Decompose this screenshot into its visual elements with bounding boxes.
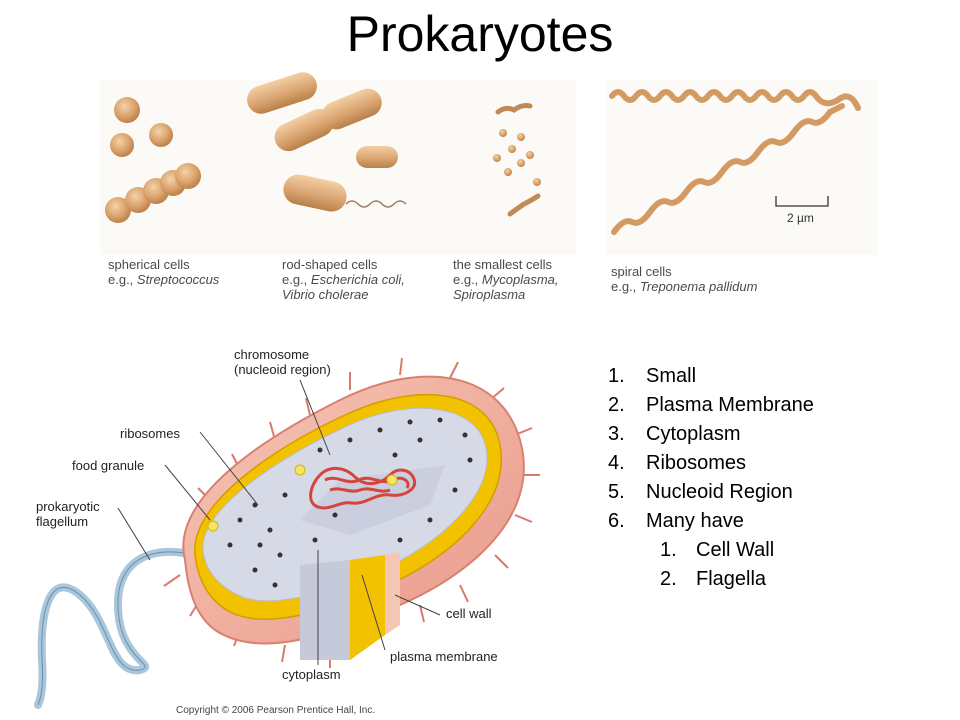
list-item: 2.Plasma Membrane [608,394,814,416]
label-cell-wall: cell wall [446,606,492,621]
leader-lines [117,379,441,665]
food-granules [207,464,398,532]
cell-types-illustration: 2 µm [100,72,878,255]
label-chromosome: chromosome (nucleoid region) [234,347,331,377]
label-flagellum: prokaryotic flagellum [36,499,100,529]
label-food-granule: food granule [72,458,145,473]
rod-cells [247,72,407,212]
caption-spherical: spherical cells e.g., Streptococcus [108,257,220,287]
caption-smallest: the smallest cells e.g., Mycoplasma, Spi… [453,257,559,302]
cell-diagram [34,357,540,709]
label-cytoplasm: cytoplasm [282,667,341,682]
chromosome-shape [309,467,417,510]
list-item: 6.Many have [608,510,744,532]
caption-spiral: spiral cells e.g., Treponema pallidum [611,264,758,294]
list-item: 4.Ribosomes [608,452,747,474]
list-item: 1.Small [608,365,697,387]
list-item: 5.Nucleoid Region [608,481,793,503]
scale-bar [775,196,829,207]
slide-title: Prokaryotes [346,6,614,62]
list-item: 3.Cytoplasm [608,423,741,445]
ribosomes-dots [227,417,473,588]
caption-name: spherical cells [108,257,190,272]
scale-bar-label: 2 µm [787,211,814,225]
label-plasma-membrane: plasma membrane [390,649,498,664]
copyright-text: Copyright © 2006 Pearson Prentice Hall, … [176,705,376,716]
spherical-cells [105,97,201,223]
label-ribosomes: ribosomes [120,426,180,441]
feature-list: 1.Small 2.Plasma Membrane 3.Cytoplasm 4.… [608,362,814,594]
sub-list-item: 1.Cell Wall [660,539,775,561]
flagellum [34,548,188,709]
smallest-panel [446,80,576,255]
sub-list-item: 2.Flagella [660,568,767,590]
spiral-cells [609,89,861,235]
caption-rod: rod-shaped cells e.g., Escherichia coli,… [282,257,405,302]
smallest-cells [493,103,541,217]
